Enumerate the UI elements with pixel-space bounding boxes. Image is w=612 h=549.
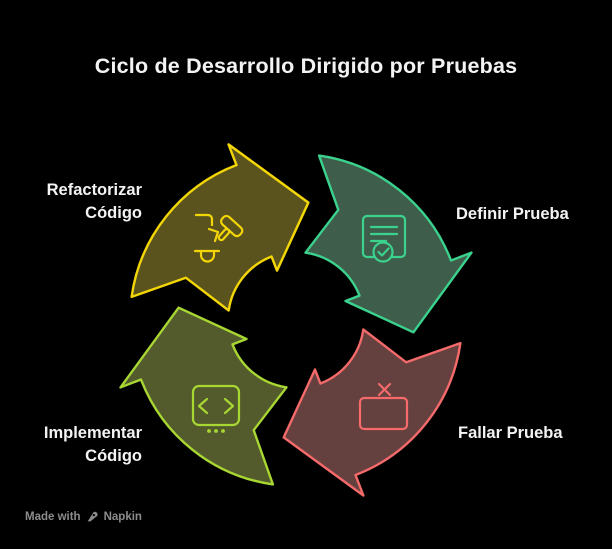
watermark-made-with: Made with <box>25 510 81 523</box>
watermark-brand: Napkin <box>103 510 142 523</box>
hammer-wrench-icon <box>193 213 244 263</box>
label-implementar-codigo: Implementar Código <box>43 424 142 465</box>
label-definir-prueba: Definir Prueba <box>456 205 569 223</box>
label-fallar-prueba: Fallar Prueba <box>458 424 563 442</box>
segment-fallar-arrow <box>282 328 462 497</box>
pen-nib-icon <box>87 511 98 522</box>
segment-implementar-arrow <box>119 306 288 486</box>
made-with-napkin-watermark: Made with Napkin <box>25 510 142 523</box>
segment-refactorizar-arrowhead-outline <box>227 143 310 272</box>
segment-refactorizar-arrowhead <box>228 144 309 271</box>
label-refactorizar-codigo: Refactorizar Código <box>46 181 142 222</box>
failed-test-screen-icon <box>358 382 409 431</box>
document-check-icon <box>361 214 407 263</box>
page-title: Ciclo de Desarrollo Dirigido por Pruebas <box>94 54 518 78</box>
code-brackets-icon <box>191 384 241 433</box>
